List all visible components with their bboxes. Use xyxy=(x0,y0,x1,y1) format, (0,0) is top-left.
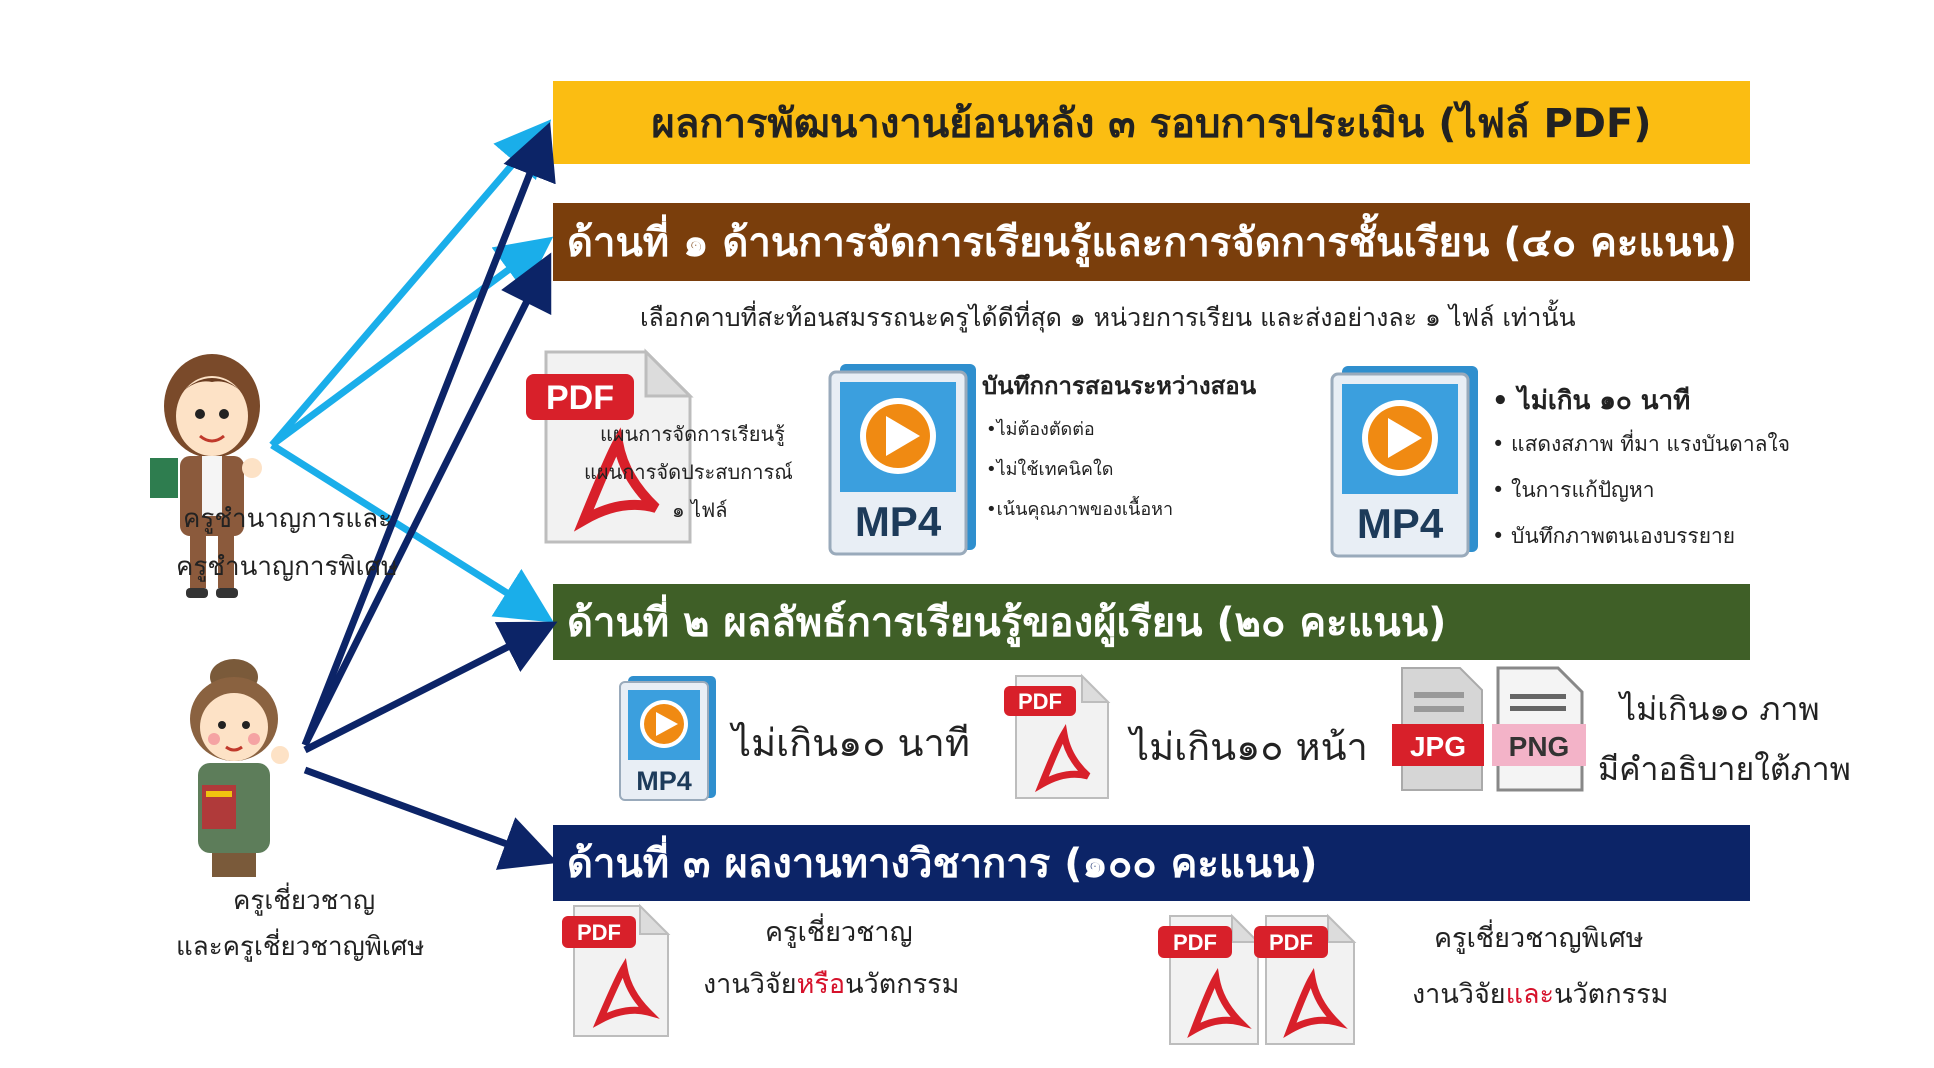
banner-aspect-3: ด้านที่ ๓ ผลงานทางวิชาการ (๑๐๐ คะแนน) xyxy=(553,825,1750,901)
pdf-badge-text: PDF xyxy=(546,379,614,417)
mp4a-item-2: •ไม่ใช้เทคนิคใด xyxy=(986,459,1114,480)
pdf-small-badge-text: PDF xyxy=(1018,689,1062,714)
teacher-with-books-icon xyxy=(190,659,289,877)
aspect3-left-highlight: หรือ xyxy=(796,969,846,1000)
image-files-icon: JPG PNG xyxy=(1392,666,1586,792)
pdf-double-badge-text-1: PDF xyxy=(1173,930,1217,955)
arrow-bottom-to-aspect1 xyxy=(301,252,552,747)
pdf-files-double-icon: PDF PDF xyxy=(1158,913,1357,1045)
aspect2-img-line2: มีคำอธิบายใต้ภาพ xyxy=(1598,750,1851,788)
mp4b-item-2: • แสดงสภาพ ที่มา แรงบันดาลใจ xyxy=(1492,432,1791,456)
arrow-bottom-to-aspect2 xyxy=(303,621,558,754)
banner-aspect-1: ด้านที่ ๑ ด้านการจัดการเรียนรู้และการจัด… xyxy=(553,203,1750,281)
mp4-video-icon-2: MP4 xyxy=(1330,366,1478,558)
mp4-video-icon: MP4 xyxy=(828,364,976,556)
mp4a-item-3: •เน้นคุณภาพของเนื้อหา xyxy=(986,499,1174,520)
mp4a-item-1: •ไม่ต้องตัดต่อ xyxy=(986,419,1095,440)
arrow-bottom-to-eval xyxy=(301,121,556,747)
arrow-top-to-eval xyxy=(269,119,552,448)
mp4b-item-4: • บันทึกภาพตนเองบรรยาย xyxy=(1492,524,1736,548)
arrow-top-to-aspect2 xyxy=(270,442,554,623)
role-label-top-line1: ครูชำนาญการและ xyxy=(183,504,393,534)
aspect3-right-highlight: และ xyxy=(1505,979,1555,1010)
role-label-top-line2: ครูชำนาญการพิเศษ xyxy=(176,552,399,582)
aspect3-right-line: งานวิจัยและนวัตกรรม xyxy=(1412,972,1668,1015)
role-label-bottom-line1: ครูเชี่ยวชาญ xyxy=(233,886,376,916)
pdf-double-badge-text-2: PDF xyxy=(1269,930,1313,955)
pdf-research-badge-text: PDF xyxy=(577,920,621,945)
mp4-small-badge-text: MP4 xyxy=(636,766,692,796)
jpg-badge-text: JPG xyxy=(1410,731,1466,762)
pdf-desc-line3: ๑ ไฟล์ xyxy=(672,498,728,522)
mp4a-title: บันทึกการสอนระหว่างสอน xyxy=(982,372,1257,400)
arrow-top-to-aspect1 xyxy=(269,236,554,448)
mp4-badge-text-2: MP4 xyxy=(1357,500,1444,547)
aspect3-right-title: ครูเชี่ยวชาญพิเศษ xyxy=(1434,923,1644,954)
aspect3-left-pre: งานวิจัย xyxy=(703,969,797,1000)
aspect3-left-title: ครูเชี่ยวชาญ xyxy=(765,917,913,948)
aspect1-instruction: เลือกคาบที่สะท้อนสมรรถนะครูได้ดีที่สุด ๑… xyxy=(640,303,1576,332)
role-label-bottom-line2: และครูเชี่ยวชาญพิเศษ xyxy=(176,932,425,962)
mp4b-item-1: • ไม่เกิน ๑๐ นาที xyxy=(1492,386,1691,416)
teacher-woman-icon xyxy=(150,354,262,598)
aspect2-mp4-label: ไม่เกิน๑๐ นาที xyxy=(732,721,970,765)
banner-aspect-2: ด้านที่ ๒ ผลลัพธ์การเรียนรู้ของผู้เรียน … xyxy=(553,584,1750,660)
aspect3-left-line: งานวิจัยหรือนวัตกรรม xyxy=(703,962,959,1005)
arrow-bottom-to-aspect3 xyxy=(303,766,559,870)
arrows-from-bottom-teacher xyxy=(301,121,559,870)
pdf-file-small-icon: PDF xyxy=(1004,673,1111,799)
aspect3-right-post: นวัตกรรม xyxy=(1554,979,1669,1010)
arrows-from-top-teacher xyxy=(269,119,554,623)
pdf-file-icon: PDF xyxy=(526,348,694,544)
png-badge-text: PNG xyxy=(1509,731,1570,762)
aspect3-right-pre: งานวิจัย xyxy=(1412,979,1506,1010)
aspect3-left-post: นวัตกรรม xyxy=(845,969,960,1000)
mp4b-item-3: • ในการแก้ปัญหา xyxy=(1492,478,1655,502)
aspect2-pdf-label: ไม่เกิน๑๐ หน้า xyxy=(1130,725,1368,769)
aspect2-img-line1: ไม่เกิน๑๐ ภาพ xyxy=(1620,690,1820,728)
pdf-desc-line2: แผนการจัดประสบการณ์ xyxy=(584,460,793,484)
pdf-file-research-icon: PDF xyxy=(562,903,671,1037)
banner-evaluation-history: ผลการพัฒนางานย้อนหลัง ๓ รอบการประเมิน (ไ… xyxy=(553,81,1750,164)
mp4-badge-text: MP4 xyxy=(855,498,942,545)
pdf-desc-line1: แผนการจัดการเรียนรู้ xyxy=(600,422,785,446)
mp4-video-small-icon: MP4 xyxy=(619,676,716,801)
